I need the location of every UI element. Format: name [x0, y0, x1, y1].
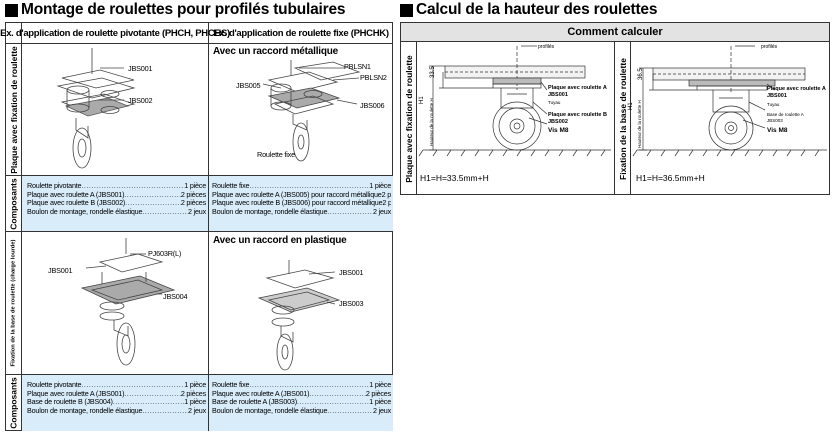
component-row: Roulette pivotante1 pièce: [27, 381, 206, 390]
right-title-text: Calcul de la hauteur des roulettes: [416, 1, 658, 18]
panel1-label-1: JBS001: [128, 64, 153, 73]
panel3-label-jbs004: JBS004: [163, 292, 188, 301]
diagram2-dim-value: 36.5: [638, 68, 644, 80]
components-list-3: Roulette pivotante1 pièce Plaque avec ro…: [27, 381, 206, 415]
left-title-text: Montage de roulettes pour profilés tubul…: [21, 1, 346, 18]
diagram2-label-6: Vis M8: [767, 127, 788, 134]
component-row: Plaque avec roulette A (JBS001)2 pièces: [212, 390, 391, 399]
diagram1-profile-label: profilés: [538, 44, 555, 50]
height-calculation-table: [400, 22, 830, 195]
how-to-calc-header-bg: [401, 23, 829, 41]
component-row: Plaque avec roulette A (JBS001)2 pièces: [27, 390, 206, 399]
components-list-4: Roulette fixe1 pièce Plaque avec roulett…: [212, 381, 391, 415]
column-header-fixed: Ex. d'application de roulette fixe (PHCH…: [213, 27, 389, 39]
swivel-base-drawing: [80, 238, 176, 366]
component-row: Boulon de montage, rondelle élastique2 j…: [212, 407, 391, 416]
fixed-plate-metal-drawing: [262, 60, 361, 162]
left-section-title: Montage de roulettes pour profilés tubul…: [5, 0, 395, 20]
component-row: Base de roulette A (JBS003)1 pièce: [212, 398, 391, 407]
diagram1-formula: H1=H=33.5mm+H: [420, 173, 489, 183]
diagram2-h-label: H1: [628, 102, 634, 110]
panel3-label-jbs001: JBS001: [48, 266, 73, 275]
component-row: Boulon de montage, rondelle élastique2 j…: [27, 208, 206, 217]
metal-fitting-heading: Avec un raccord métallique: [213, 46, 339, 57]
plate-height-diagram: [418, 45, 611, 157]
component-row: Boulon de montage, rondelle élastique2 j…: [27, 407, 206, 416]
panel2-label-jbs005: JBS005: [236, 81, 261, 90]
title-square-icon: [5, 3, 18, 17]
diagram2-label-2: JBS001: [767, 93, 787, 99]
diagram1-label-6: Vis M8: [548, 127, 569, 134]
diagram2-profile-label: profilés: [761, 44, 778, 50]
component-row: Roulette fixe1 pièce: [212, 182, 391, 191]
panel2-label-pblsn1: PBLSN1: [344, 62, 371, 71]
diagram1-label-3: Tuyau: [548, 100, 561, 105]
diagram2-label-4: Base de roulette A: [767, 112, 804, 117]
calc-row-label-base: Fixation de la base de roulette: [617, 57, 628, 180]
component-row: Roulette fixe1 pièce: [212, 381, 391, 390]
calc-row-label-plate: Plaque avec fixation de roulette: [403, 54, 414, 183]
component-row: Plaque avec roulette B (JBS002)2 pièces: [27, 199, 206, 208]
component-row: Roulette pivotante1 pièce: [27, 182, 206, 191]
how-to-calc-header: Comment calculer: [567, 26, 663, 38]
components-list-2: Roulette fixe1 pièce Plaque avec roulett…: [212, 182, 391, 216]
row-label-components-2: Composants: [8, 377, 19, 429]
panel2-label-jbs006: JBS006: [360, 101, 385, 110]
panel4-label-jbs001: JBS001: [339, 268, 364, 277]
diagram2-label-3: Tuyau: [767, 102, 780, 107]
diagram1-label-1: Plaque avec roulette A: [548, 85, 607, 91]
diagram1-label-5: JBS002: [548, 119, 568, 125]
row-label-base: Fixation de la base de roulette (charge …: [10, 239, 17, 367]
component-row: Boulon de montage, rondelle élastique2 j…: [212, 208, 391, 217]
panel2-label-fixed-caster: Roulette fixe: [257, 150, 295, 159]
component-row: Plaque avec roulette B (JBS006) pour rac…: [212, 199, 391, 207]
diagram1-h-label: H1: [419, 96, 425, 104]
plastic-fitting-heading: Avec un raccord en plastique: [213, 235, 347, 246]
diagram1-dim-value: 33.5: [430, 66, 436, 78]
title-square-icon: [400, 3, 413, 17]
diagram2-side-label: Hauteur de la roulette H: [637, 100, 642, 148]
components-list-1: Roulette pivotante1 pièce Plaque avec ro…: [27, 182, 206, 216]
diagram1-side-label: Hauteur de la roulette H: [429, 98, 434, 146]
fixed-base-plastic-drawing: [257, 260, 341, 371]
right-section-title: Calcul de la hauteur des roulettes: [400, 0, 830, 20]
diagram2-label-1: Plaque avec roulette A: [767, 86, 826, 92]
component-row: Base de roulette B (JBS004)1 pièce: [27, 398, 206, 407]
diagram2-label-5: JBS003: [767, 118, 783, 123]
row-label-components-1: Composants: [8, 177, 19, 230]
diagram2-formula: H1=H=36.5mm+H: [636, 173, 705, 183]
base-height-diagram: [632, 45, 827, 157]
swivel-plate-drawing: [56, 48, 136, 169]
diagram1-label-4: Plaque avec roulette B: [548, 112, 607, 118]
column-header-swivel: Ex. d'application de roulette pivotante …: [0, 27, 230, 39]
component-row: Plaque avec roulette A (JBS005) pour rac…: [212, 190, 391, 199]
panel1-label-2: JBS002: [128, 96, 153, 105]
diagram1-label-2: JBS001: [548, 92, 568, 98]
component-row: Plaque avec roulette A (JBS001)2 pièces: [27, 191, 206, 200]
panel3-label-pj603r: PJ603R(L): [148, 249, 182, 258]
panel2-label-pblsn2: PBLSN2: [360, 73, 387, 82]
panel4-label-jbs003: JBS003: [339, 299, 364, 308]
row-label-plate: Plaque avec fixation de roulette: [8, 45, 19, 174]
